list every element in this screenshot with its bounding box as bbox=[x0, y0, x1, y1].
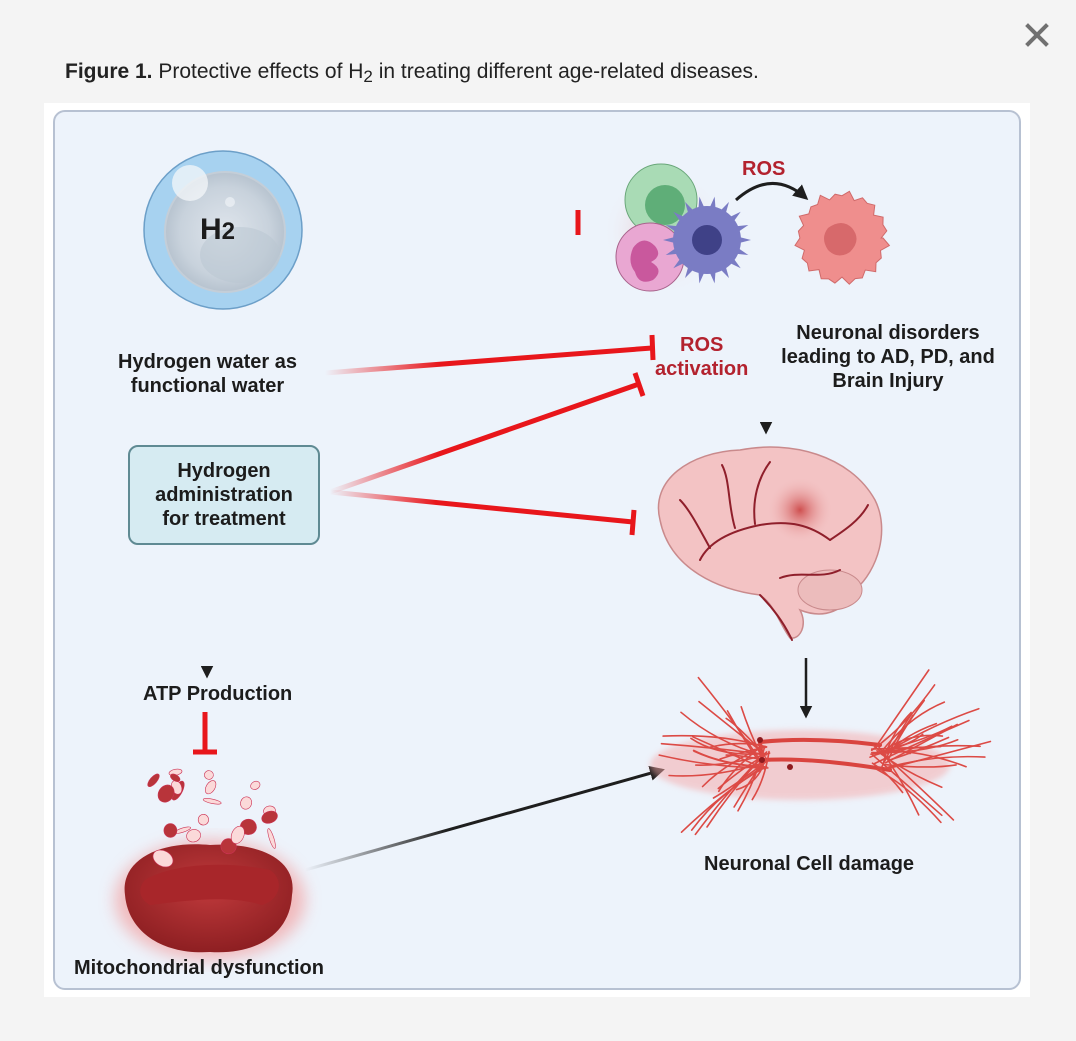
immune-cells-icon bbox=[603, 163, 751, 294]
mito-fragment bbox=[163, 823, 178, 838]
ros-curved-arrow bbox=[735, 182, 809, 202]
mito-fragment bbox=[204, 770, 214, 780]
hydrogen-administration-box: Hydrogen administration for treatment bbox=[128, 445, 320, 545]
inhibit-water-to-ros bbox=[324, 334, 656, 376]
figure-caption: Figure 1. Protective effects of H2 in tr… bbox=[65, 60, 759, 86]
neuron-branch bbox=[726, 710, 766, 770]
neuronal-disorders-label: Neuronal disorders leading to AD, PD, an… bbox=[775, 321, 1001, 393]
close-button[interactable] bbox=[1022, 20, 1052, 50]
neuron-branch bbox=[886, 740, 992, 770]
cell-spike bbox=[698, 268, 706, 284]
neuronal-disorders-line1: Neuronal disorders bbox=[796, 322, 980, 344]
ros-activation-line1: ROS bbox=[680, 334, 724, 356]
h2-label-sub: 2 bbox=[221, 218, 236, 245]
neuron-branch bbox=[875, 669, 930, 747]
inhibit-atp-to-mitochondria bbox=[193, 712, 217, 755]
h2-label-main: H bbox=[200, 213, 222, 246]
close-icon bbox=[1025, 23, 1049, 47]
cell-spike bbox=[718, 263, 729, 279]
inhibit-admin-to-brain bbox=[329, 489, 637, 536]
caption-text-2: in treating different age-related diseas… bbox=[372, 60, 759, 83]
caption-text-1: Protective effects of H bbox=[152, 60, 364, 83]
neuron-branch bbox=[690, 765, 768, 831]
cell-spike bbox=[727, 211, 741, 224]
neuron-soma bbox=[787, 764, 793, 770]
cell-spike bbox=[673, 256, 687, 269]
ros-label: ROS bbox=[742, 158, 786, 180]
neuronal-disorders-line3: Brain Injury bbox=[832, 370, 944, 392]
neuron-branch bbox=[869, 750, 911, 758]
neuron-branch bbox=[740, 706, 762, 757]
neuron-branch bbox=[881, 707, 980, 756]
neuron-branch bbox=[870, 684, 936, 752]
hydrogen-water-label: Hydrogen water as functional water bbox=[118, 350, 297, 398]
cell-spike bbox=[736, 236, 751, 244]
mito-fragment bbox=[261, 810, 278, 824]
cell-spike bbox=[665, 246, 681, 256]
inhibit-admin-to-ros bbox=[329, 372, 646, 495]
ros-activation-label: ROS activation bbox=[655, 333, 748, 381]
mito-fragment bbox=[186, 829, 201, 843]
neuron-branch bbox=[662, 734, 762, 747]
hydrogen-water-line2: functional water bbox=[130, 375, 285, 397]
arrow-mito-to-neuron bbox=[304, 766, 665, 872]
mito-fragment bbox=[147, 773, 160, 787]
cell-spike bbox=[665, 224, 681, 234]
cell-spike bbox=[718, 201, 729, 217]
neuron-soma bbox=[757, 737, 763, 743]
neuron-soma bbox=[759, 757, 765, 763]
figure-label: Figure 1. bbox=[65, 60, 153, 83]
mitochondrial-dysfunction-label: Mitochondrial dysfunction bbox=[74, 957, 324, 979]
neuron-branch bbox=[882, 711, 912, 764]
mito-fragment bbox=[250, 780, 261, 790]
caption-subscript: 2 bbox=[363, 67, 373, 86]
neuron-branch bbox=[751, 750, 770, 801]
neuron-branch bbox=[658, 754, 769, 769]
cell-spike bbox=[685, 201, 696, 217]
neuron-branch bbox=[668, 763, 761, 777]
neuron-branch bbox=[712, 760, 768, 799]
neuronal-disorders-line2: leading to AD, PD, and bbox=[781, 346, 995, 368]
mito-fragment bbox=[230, 825, 245, 844]
mito-fragment bbox=[157, 784, 175, 803]
cell-spike bbox=[673, 211, 687, 224]
mitochondria-icon bbox=[115, 768, 305, 960]
damaged-cell-icon bbox=[794, 190, 891, 285]
neuron-branch bbox=[760, 757, 892, 772]
cell-spike bbox=[663, 236, 678, 244]
cell-spike bbox=[733, 224, 749, 234]
cell-spike bbox=[733, 246, 749, 256]
hydrogen-water-line1: Hydrogen water as bbox=[118, 351, 297, 373]
cell-spike bbox=[708, 196, 716, 212]
cell-spike bbox=[698, 196, 706, 212]
mito-fragment bbox=[170, 773, 181, 782]
mito-fragment bbox=[204, 780, 217, 795]
h2-molecule-icon bbox=[143, 150, 303, 310]
mito-fragment bbox=[152, 849, 174, 868]
neuron-branch bbox=[692, 736, 762, 769]
mito-fragment bbox=[240, 796, 252, 810]
cell-spike bbox=[727, 256, 741, 269]
neuronal-cell-damage-label: Neuronal Cell damage bbox=[704, 853, 915, 875]
hydrogen-administration-label: Hydrogen administration for treatment bbox=[155, 460, 293, 530]
neuronal-cells-icon bbox=[650, 669, 992, 836]
mito-fragment bbox=[197, 814, 209, 826]
ros-activation-line2: activation bbox=[655, 358, 749, 380]
mito-fragment bbox=[202, 798, 222, 805]
neuron-branch bbox=[882, 701, 946, 750]
neuron-branch bbox=[718, 745, 762, 793]
neuron-branch bbox=[871, 754, 943, 817]
cell-spike bbox=[708, 268, 716, 284]
neuron-branch bbox=[876, 768, 942, 824]
neuron-branch bbox=[758, 737, 882, 747]
mito-fragment bbox=[267, 828, 276, 849]
cell-spike bbox=[685, 263, 696, 279]
h2-label: H2 bbox=[200, 214, 235, 248]
brain-icon bbox=[657, 446, 883, 641]
mito-fragment bbox=[220, 838, 237, 855]
inhibit-h2-to-immune-cells bbox=[315, 210, 581, 235]
atp-production-label: ATP Production bbox=[143, 683, 293, 705]
